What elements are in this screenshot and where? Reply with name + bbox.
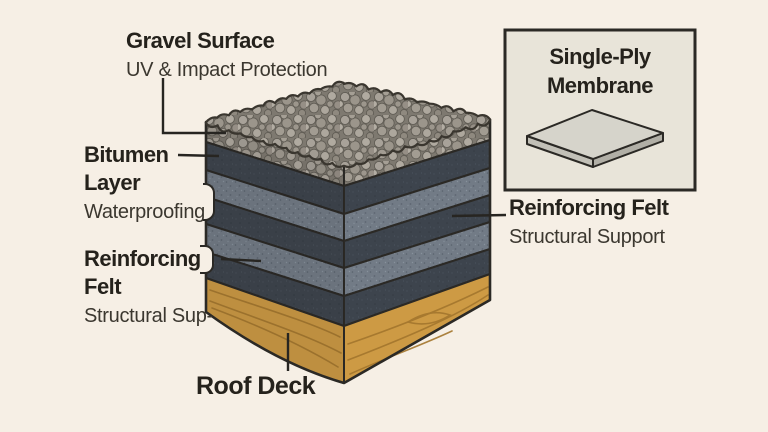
reinforcing-felt-left-title: Reinforcing Felt <box>84 246 201 299</box>
left-edge-notches <box>183 180 215 277</box>
wood-grain-left <box>209 289 342 368</box>
label-gravel-surface: Gravel Surface UV & Impact Protection <box>126 27 328 83</box>
label-roof-deck: Roof Deck <box>196 372 316 400</box>
leader-line-reinforcing-left <box>220 257 262 263</box>
block-outline <box>204 82 492 385</box>
single-ply-membrane-title: Single-Ply Membrane <box>546 44 654 98</box>
reinforcing-felt-left-subtitle: Structural Sup- <box>84 305 213 327</box>
label-reinforcing-felt-left: Reinforcing Felt Structural Sup- <box>84 245 234 329</box>
reinforcing-felt-right-subtitle: Structural Support <box>509 226 665 248</box>
notch-eraser-2 <box>183 242 200 277</box>
gravel-surface-title: Gravel Surface <box>126 28 275 53</box>
bitumen-layer-subtitle: Waterproofing <box>84 201 205 223</box>
membrane-slab-top <box>526 109 664 160</box>
gravel-surface-subtitle: UV & Impact Protection <box>126 59 328 81</box>
gravel-top-surface <box>204 80 492 169</box>
leader-line-bitumen <box>177 153 220 158</box>
label-bitumen-layer: Bitumen Layer Waterproofing <box>84 141 205 225</box>
reinforcing-felt-right-title: Reinforcing Felt <box>509 195 669 220</box>
single-ply-inset-box <box>503 28 697 192</box>
bitumen-layer-title: Bitumen Layer <box>84 142 169 195</box>
membrane-slab-icon <box>526 109 664 168</box>
roof-block <box>183 80 492 385</box>
leader-line-gravel <box>161 78 226 135</box>
left-face-shading <box>206 122 344 383</box>
roof-deck-title: Roof Deck <box>196 372 316 400</box>
leader-line-reinforcing-right <box>451 213 507 218</box>
label-single-ply-membrane: Single-Ply Membrane <box>505 42 695 100</box>
notch-eraser-1 <box>184 180 203 224</box>
label-reinforcing-felt-right: Reinforcing Felt Structural Support <box>509 194 669 250</box>
wood-grain-right <box>347 286 489 375</box>
leader-lines <box>161 78 507 371</box>
